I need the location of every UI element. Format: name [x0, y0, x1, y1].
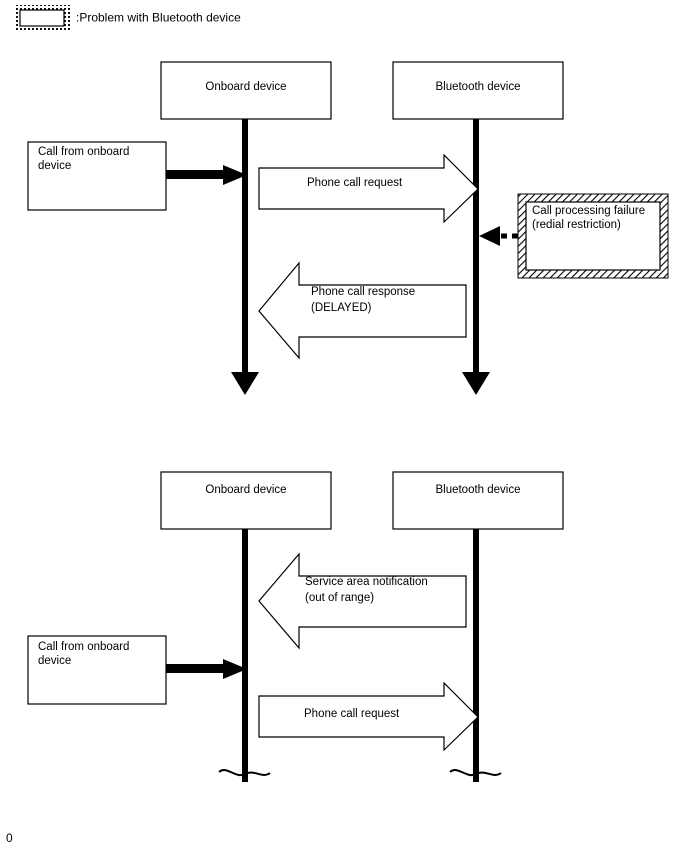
phone-call-request-1-label: Phone call request: [307, 177, 403, 189]
phone-call-request-2: Phone call request: [258, 681, 479, 752]
lifeline-break-squiggle-onboard-2: [218, 769, 271, 777]
phone-call-response-delayed: Phone call response (DELAYED): [258, 261, 467, 360]
lifeline-break-squiggle-bluetooth-2: [449, 769, 502, 777]
call-from-onboard-device-1-line1: Call from onboard: [38, 146, 129, 158]
problem-link-arrow-1: [479, 226, 518, 246]
call-processing-failure-line2: (redial restriction): [532, 219, 621, 231]
lifeline-header-bluetooth-1: [392, 61, 564, 120]
sequence-diagram-1: Onboard device Bluetooth device Call fro…: [27, 61, 669, 395]
lifeline-label-bluetooth-2: Bluetooth device: [435, 484, 520, 496]
trigger-arrow-2: [166, 659, 247, 679]
lifeline-label-bluetooth-1: Bluetooth device: [435, 81, 520, 93]
call-from-onboard-device-2-box: [27, 635, 167, 705]
call-processing-failure-line1: Call processing failure: [532, 205, 645, 217]
lifeline-label-onboard-1: Onboard device: [205, 81, 286, 93]
call-processing-failure-box: Call processing failure (redial restrict…: [517, 193, 669, 279]
phone-call-request-1: Phone call request: [258, 153, 479, 224]
service-area-notification-line2: (out of range): [305, 592, 374, 604]
lifeline-header-bluetooth-2: [392, 471, 564, 530]
legend: :Problem with Bluetooth device: [14, 5, 241, 31]
phone-call-request-2-label: Phone call request: [304, 708, 400, 720]
call-from-onboard-device-1-box: [27, 141, 167, 211]
service-area-notification-line1: Service area notification: [305, 576, 428, 588]
lifeline-label-onboard-2: Onboard device: [205, 484, 286, 496]
service-area-notification: Service area notification (out of range): [258, 552, 467, 650]
legend-label: :Problem with Bluetooth device: [76, 11, 241, 25]
hatched-box-swatch-inner: [19, 9, 65, 27]
trigger-arrow-1: [166, 165, 247, 185]
phone-call-response-delayed-line2: (DELAYED): [311, 302, 372, 314]
lifeline-header-onboard-2: [160, 471, 332, 530]
call-from-onboard-device-2-line1: Call from onboard: [38, 641, 129, 653]
lifeline-end-arrow-onboard-1: [231, 372, 259, 395]
lifeline-end-arrow-bluetooth-1: [462, 372, 490, 395]
call-from-onboard-device-1-line2: device: [38, 160, 71, 172]
sequence-diagram-2: Onboard device Bluetooth device Service …: [27, 471, 564, 782]
phone-call-response-delayed-line1: Phone call response: [311, 286, 415, 298]
call-from-onboard-device-2-line2: device: [38, 655, 71, 667]
lifeline-header-onboard-1: [160, 61, 332, 120]
call-processing-failure-inner: [525, 201, 661, 271]
page-number: 0: [6, 831, 13, 845]
